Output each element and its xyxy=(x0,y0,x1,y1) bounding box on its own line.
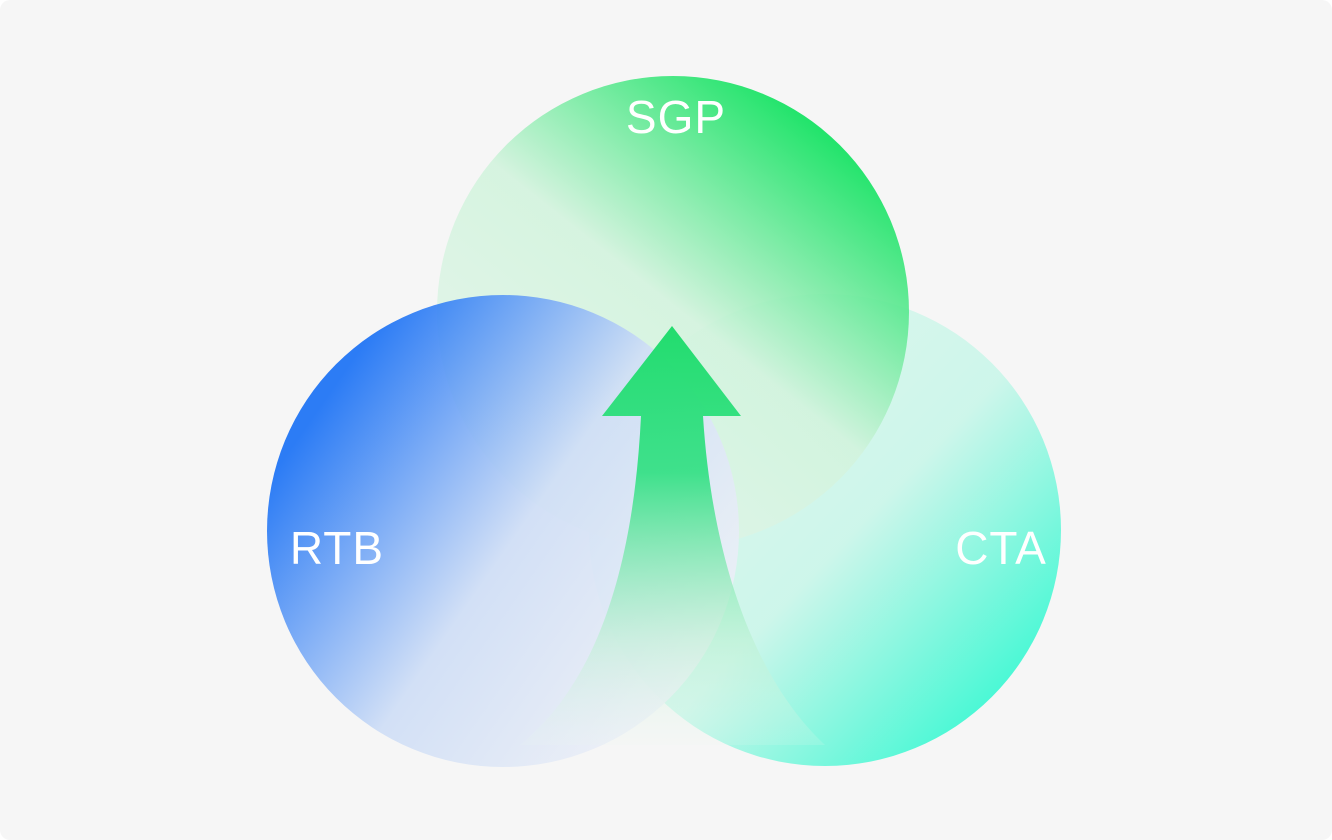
cta-label: CTA xyxy=(955,522,1047,574)
sgp-label: SGP xyxy=(626,91,726,143)
rtb-label: RTB xyxy=(290,522,384,574)
up-arrow-icon xyxy=(520,326,825,745)
